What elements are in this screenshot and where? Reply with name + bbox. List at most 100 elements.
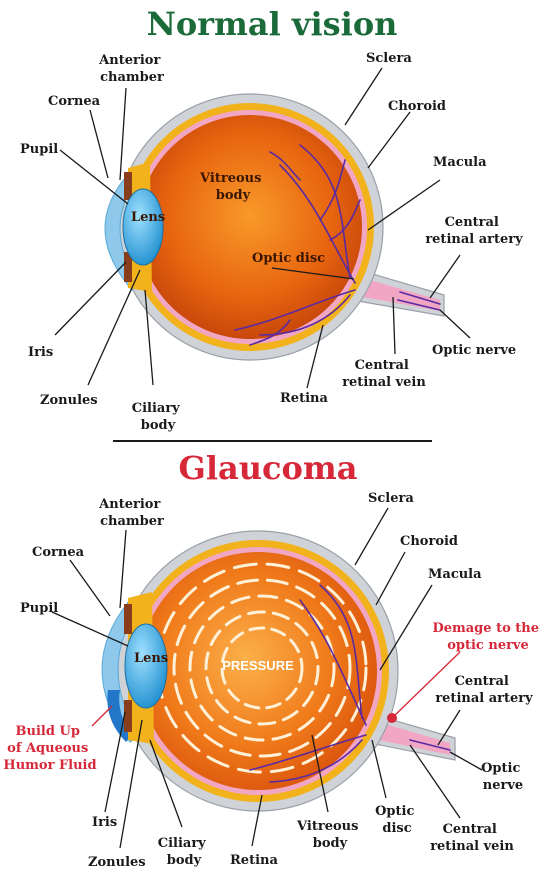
- label-vitreous-body: Vitreous body: [199, 171, 266, 203]
- vitreous-body: [139, 552, 377, 790]
- label-sclera: Sclera: [368, 491, 414, 506]
- label-cornea: Cornea: [32, 545, 85, 560]
- label-retina: Retina: [280, 391, 328, 406]
- leader-iris: [54, 261, 127, 336]
- label-anterior-chamber: Anterior chamber: [98, 497, 165, 529]
- label-cornea: Cornea: [48, 94, 101, 109]
- pressure-ring: [204, 610, 320, 726]
- iris-lower: [124, 252, 132, 282]
- label-lens: Lens: [134, 651, 168, 666]
- leader-vitreous-body: [311, 734, 329, 813]
- label-sclera: Sclera: [366, 51, 412, 66]
- label-central-retinal-artery: Central retinal artery: [425, 215, 523, 247]
- label-macula: Macula: [433, 155, 487, 170]
- normal-vision-title: Normal vision: [147, 5, 398, 43]
- leader-optic-nerve: [449, 751, 483, 771]
- iris-lower: [124, 700, 132, 732]
- blood-vessel: [299, 144, 351, 279]
- blood-vessel: [329, 199, 361, 241]
- pressure-ring: [156, 562, 368, 774]
- blood-vessel: [234, 289, 356, 331]
- glaucoma-section: Glaucoma: [3, 449, 543, 870]
- label-lens: Lens: [131, 210, 165, 225]
- label-damage: Demage to the optic nerve: [432, 621, 543, 653]
- leader-zonules: [87, 269, 141, 386]
- leader-choroid: [375, 551, 406, 606]
- blood-vessel: [279, 164, 356, 284]
- label-macula: Macula: [428, 567, 482, 582]
- lens: [124, 623, 168, 709]
- iris-upper: [124, 604, 132, 634]
- pressure-rings: [156, 562, 368, 774]
- label-central-retinal-artery: Central retinal artery: [435, 674, 533, 706]
- leader-pupil: [59, 149, 129, 205]
- pressure-ring: [220, 626, 304, 710]
- label-optic-disc: Optic disc: [252, 251, 325, 266]
- leader-cornea: [69, 559, 111, 617]
- leader-sclera: [344, 67, 383, 126]
- leader-optic-nerve: [439, 309, 471, 339]
- leader-central-retinal-artery: [437, 709, 461, 746]
- iris-upper: [124, 172, 132, 200]
- label-build-up: Build Up of Aqueous Humor Fluid: [3, 724, 96, 773]
- blood-vessel: [319, 159, 346, 221]
- leader-macula: [367, 179, 441, 231]
- label-retina: Retina: [230, 853, 278, 868]
- leader-iris: [104, 711, 126, 813]
- label-optic-nerve: Optic nerve: [432, 343, 516, 358]
- label-pupil: Pupil: [20, 142, 58, 157]
- leader-pupil: [51, 611, 129, 647]
- leader-macula: [379, 584, 433, 671]
- leader-ciliary-body: [144, 289, 154, 386]
- optic-nerve: [352, 275, 440, 311]
- blood-vessel: [269, 151, 301, 181]
- label-pressure: PRESSURE: [222, 658, 294, 673]
- blood-vessel: [399, 291, 441, 305]
- label-ciliary-body: Ciliary body: [132, 401, 185, 433]
- leader-damage: [391, 651, 461, 719]
- leader-central-retinal-vein: [392, 296, 396, 355]
- blood-vessel: [269, 739, 363, 783]
- leader-central-retinal-vein: [409, 744, 461, 819]
- label-optic-nerve: Optic nerve: [481, 761, 525, 793]
- pressure-ring: [188, 594, 336, 742]
- vitreous-body: [138, 115, 362, 339]
- blood-vessel: [299, 599, 367, 726]
- leader-retina: [306, 324, 324, 389]
- label-iris: Iris: [28, 345, 53, 360]
- blood-vessel: [397, 299, 441, 311]
- leader-optic-disc: [371, 739, 387, 799]
- pressure-ring: [172, 578, 352, 758]
- glaucoma-title: Glaucoma: [179, 449, 358, 487]
- blood-vessel: [319, 584, 363, 719]
- leader-cornea: [89, 109, 109, 179]
- leader-choroid: [367, 111, 411, 169]
- leader-optic-disc: [271, 267, 355, 280]
- label-central-retinal-vein: Central retinal vein: [430, 822, 514, 854]
- label-zonules: Zonules: [88, 855, 146, 870]
- blood-vessel: [409, 739, 451, 751]
- label-ciliary-body: Ciliary body: [158, 836, 211, 868]
- label-central-retinal-vein: Central retinal vein: [342, 358, 426, 390]
- label-iris: Iris: [92, 815, 117, 830]
- blood-vessel: [259, 294, 351, 336]
- label-optic-disc: Optic disc: [375, 804, 419, 836]
- label-choroid: Choroid: [388, 99, 446, 114]
- leader-central-retinal-artery: [429, 254, 461, 299]
- blood-vessel: [249, 734, 367, 771]
- label-vitreous-body: Vitreous body: [296, 819, 363, 851]
- leader-retina: [251, 794, 263, 847]
- leader-sclera: [354, 507, 389, 566]
- label-anterior-chamber: Anterior chamber: [98, 53, 165, 85]
- leader-anterior-chamber: [119, 529, 127, 609]
- normal-vision-section: Normal vision: [20, 5, 523, 433]
- lens: [122, 188, 164, 266]
- label-pupil: Pupil: [20, 601, 58, 616]
- leader-zonules: [119, 719, 143, 849]
- label-choroid: Choroid: [400, 534, 458, 549]
- leader-anterior-chamber: [119, 87, 127, 181]
- label-zonules: Zonules: [40, 393, 98, 408]
- leader-ciliary-body: [149, 739, 183, 828]
- blood-vessel: [249, 319, 291, 346]
